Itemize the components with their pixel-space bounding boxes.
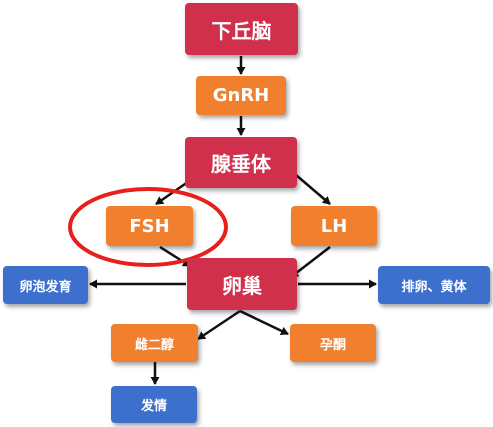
node-ovary: 卵巢 <box>187 258 297 310</box>
node-ovulation-corpus-luteum: 排卵、黄体 <box>378 266 490 304</box>
arrow-ovary-to-progesterone <box>239 309 289 336</box>
node-lh: LH <box>291 206 377 246</box>
node-pituitary: 腺垂体 <box>185 137 297 188</box>
arrow-ovary-to-estradiol <box>197 309 241 341</box>
node-estradiol: 雌二醇 <box>111 324 198 362</box>
arrow-fsh-to-ovary <box>159 245 191 268</box>
arrow-lh-to-ovary <box>290 246 331 278</box>
fsh-highlight-ring <box>68 187 228 267</box>
node-follicle-development: 卵泡发育 <box>3 266 88 304</box>
arrow-pituitary-to-lh <box>295 174 331 205</box>
node-hypothalamus: 下丘脑 <box>185 3 298 55</box>
node-progesterone: 孕酮 <box>290 324 376 362</box>
node-gnrh: GnRH <box>196 76 286 115</box>
node-estrus: 发情 <box>111 386 197 423</box>
node-fsh: FSH <box>106 206 193 246</box>
